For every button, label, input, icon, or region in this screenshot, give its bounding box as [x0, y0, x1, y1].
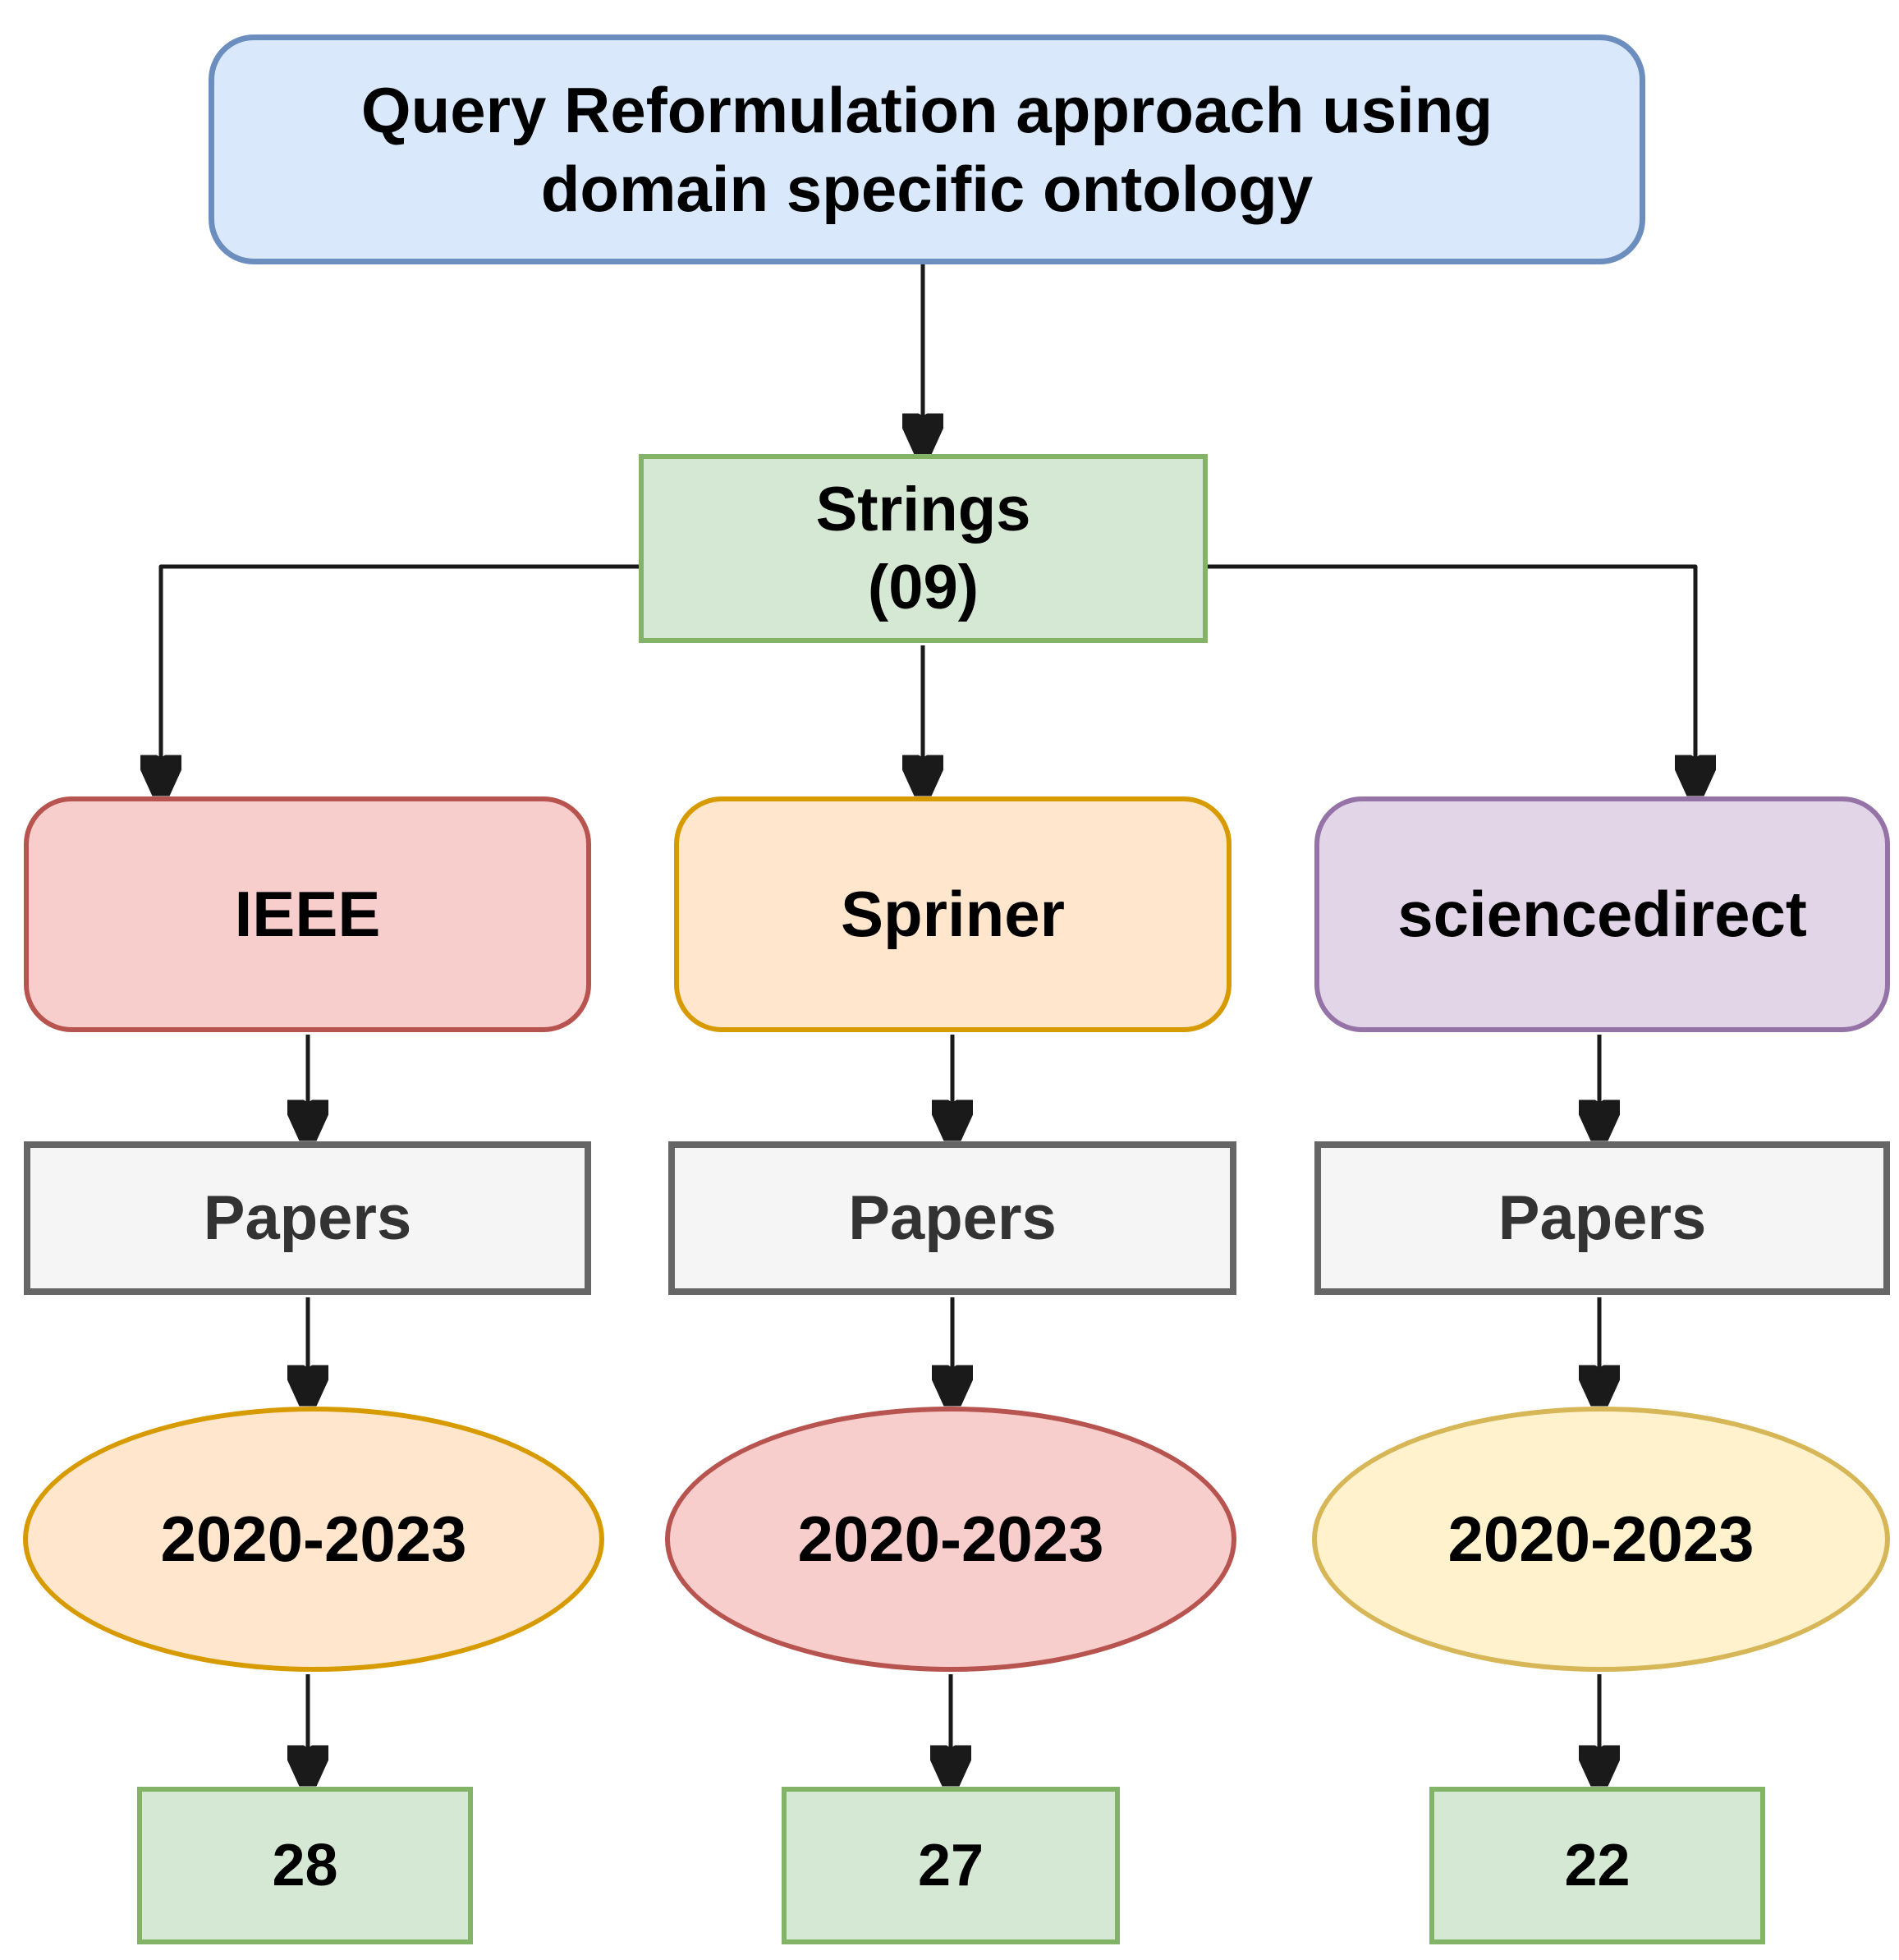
connector-strings-to-sciencedirect [1208, 564, 1695, 790]
title-node: Query Reformulation approach using domai… [209, 34, 1645, 264]
years-ellipse-sciencedirect: 2020-2023 [1312, 1407, 1890, 1672]
source-label-spriner: Spriner [840, 878, 1066, 950]
strings-label: Strings [815, 475, 1031, 544]
strings-node: Strings (09) [639, 454, 1208, 643]
years-label-sciencedirect: 2020-2023 [1447, 1503, 1755, 1575]
years-ellipse-ieee: 2020-2023 [23, 1407, 604, 1672]
years-label-spriner: 2020-2023 [797, 1503, 1104, 1575]
connector-strings-to-ieee [161, 564, 639, 790]
papers-node-sciencedirect: Papers [1314, 1141, 1890, 1295]
source-label-ieee: IEEE [234, 878, 381, 950]
source-node-sciencedirect: sciencedirect [1314, 796, 1890, 1032]
title-line1: Query Reformulation approach using [360, 74, 1493, 146]
count-node-ieee: 28 [137, 1787, 473, 1944]
title-line2: domain specific ontology [540, 153, 1314, 225]
source-label-sciencedirect: sciencedirect [1397, 878, 1807, 950]
papers-node-ieee: Papers [24, 1141, 591, 1295]
papers-label-ieee: Papers [203, 1183, 412, 1253]
count-value-ieee: 28 [272, 1833, 338, 1898]
strings-count: (09) [867, 553, 979, 622]
count-node-sciencedirect: 22 [1429, 1787, 1765, 1944]
count-node-spriner: 27 [782, 1787, 1120, 1944]
years-ellipse-spriner: 2020-2023 [665, 1407, 1236, 1672]
papers-node-spriner: Papers [668, 1141, 1236, 1295]
count-value-sciencedirect: 22 [1564, 1833, 1631, 1898]
years-label-ieee: 2020-2023 [160, 1503, 467, 1575]
papers-label-sciencedirect: Papers [1498, 1183, 1707, 1253]
papers-label-spriner: Papers [848, 1183, 1057, 1253]
source-node-spriner: Spriner [674, 796, 1232, 1032]
count-value-spriner: 27 [917, 1833, 984, 1898]
source-node-ieee: IEEE [24, 796, 591, 1032]
